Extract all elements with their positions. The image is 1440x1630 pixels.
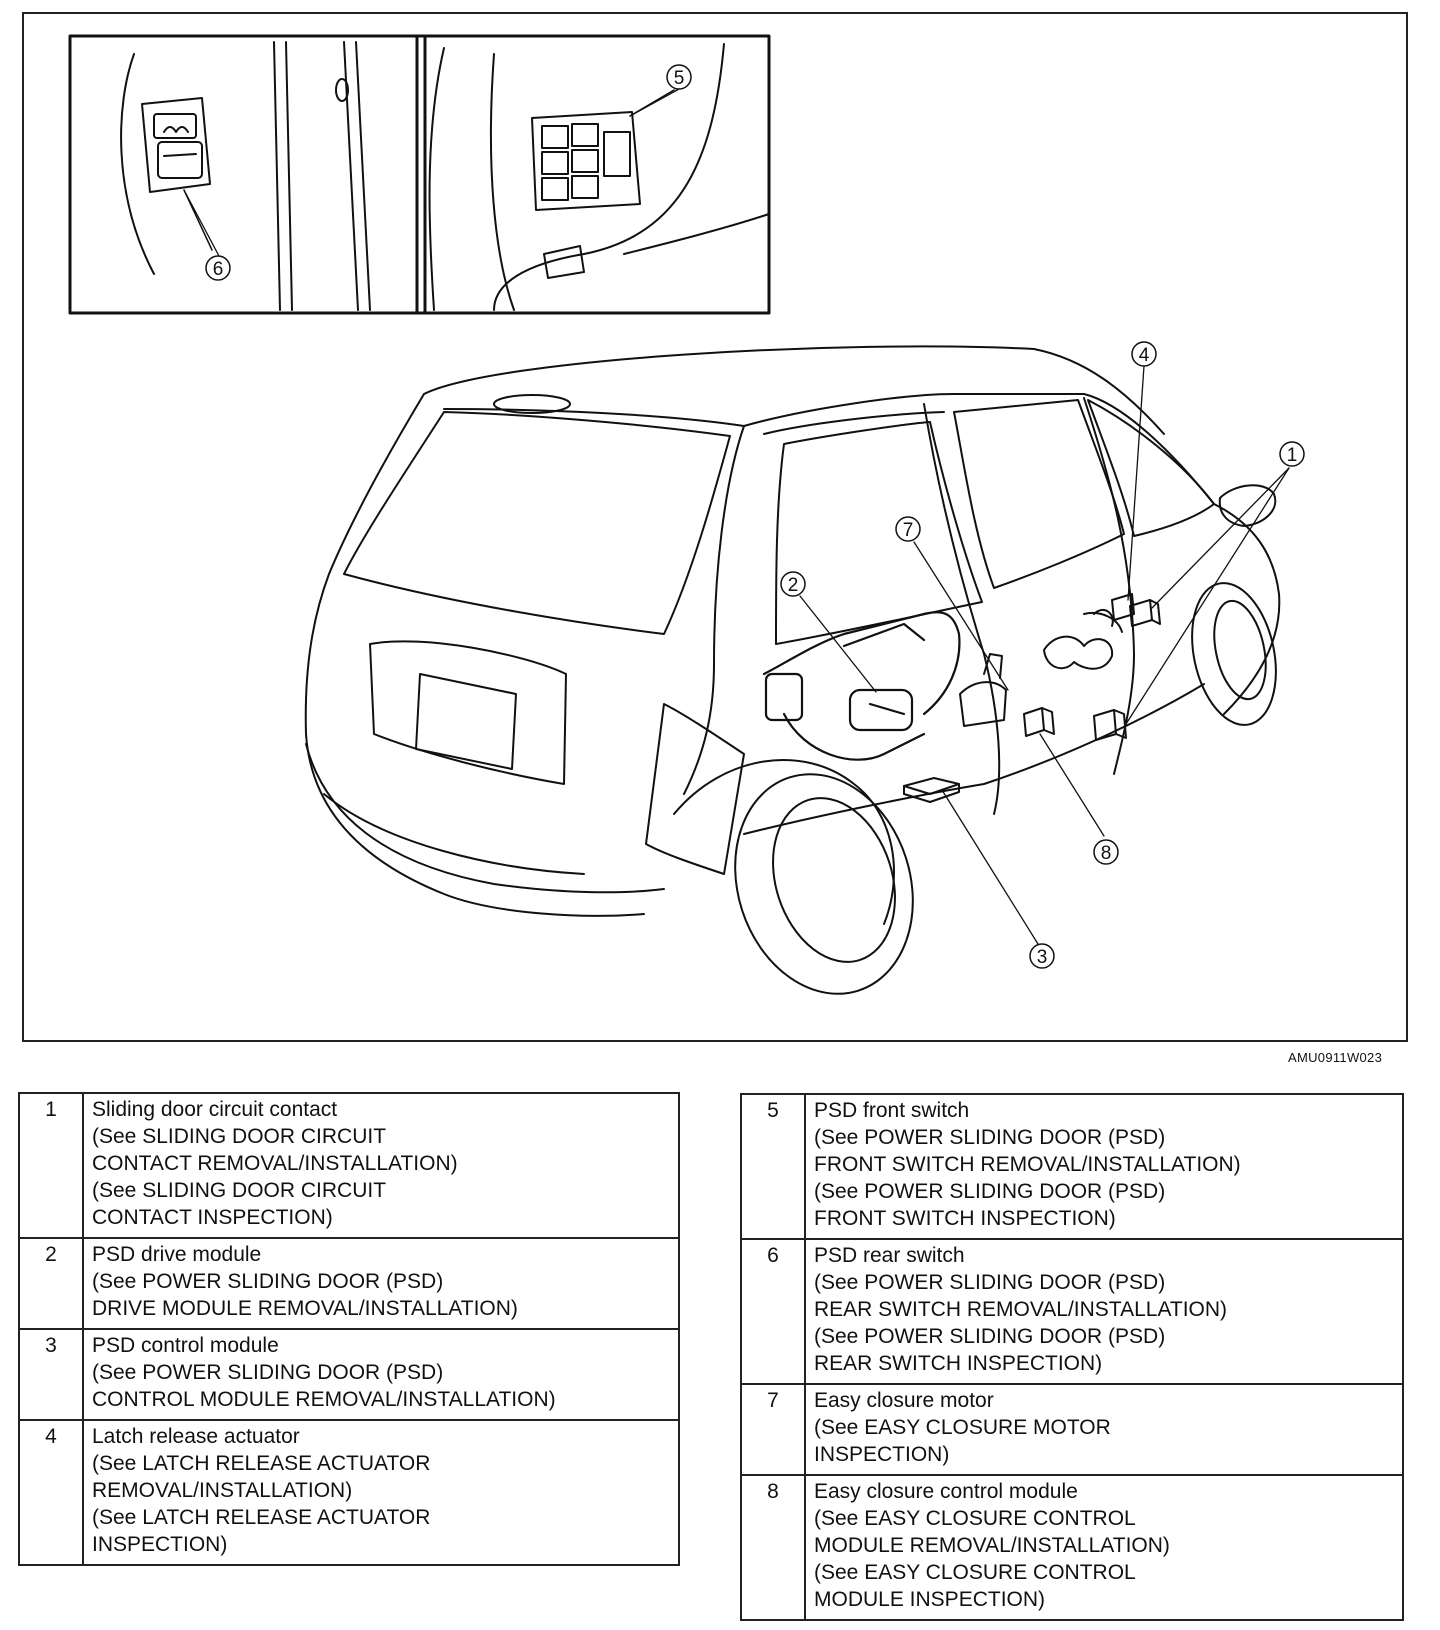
- reference-text: (See POWER SLIDING DOOR (PSD): [814, 1271, 1166, 1294]
- reference-text: REAR SWITCH REMOVAL/INSTALLATION): [814, 1298, 1228, 1321]
- legend-row: 5 PSD front switch (See POWER SLIDING DOOR…: [740, 1093, 1404, 1240]
- reference-text: (See EASY CLOSURE MOTOR: [814, 1416, 1111, 1439]
- reference-text: (See POWER SLIDING DOOR (PSD): [814, 1126, 1166, 1149]
- legend-row: 8 Easy closure control module (See EASY CL…: [740, 1474, 1404, 1621]
- callout-3: 3: [1029, 943, 1055, 969]
- legend-table-left: 1 Sliding door circuit contact (See SLIDIN…: [18, 1092, 680, 1566]
- legend-number: 3: [18, 1328, 84, 1421]
- legend-description: Easy closure motor (See EASY CLOSURE MOTO…: [804, 1383, 1404, 1476]
- reference-text: CONTROL MODULE REMOVAL/INSTALLATION): [92, 1388, 556, 1411]
- legend-row: 4 Latch release actuator (See LATCH RELEAS…: [18, 1419, 680, 1566]
- figure-id: AMU0911W023: [1288, 1050, 1383, 1065]
- minivan-diagram: 1 2 3 4 5 6 7: [68, 34, 1305, 995]
- legend-description: Latch release actuator (See LATCH RELEASE…: [82, 1419, 680, 1566]
- callout-markers: 1 2 3 4 5 6 7: [205, 64, 1305, 969]
- svg-text:6: 6: [213, 259, 224, 280]
- reference-text: (See POWER SLIDING DOOR (PSD): [814, 1325, 1166, 1348]
- callout-7: 7: [895, 516, 921, 542]
- reference-text: REMOVAL/INSTALLATION): [92, 1479, 353, 1502]
- legend-number: 1: [18, 1092, 84, 1239]
- component-name: Sliding door circuit contact: [92, 1098, 338, 1121]
- callout-6: 6: [205, 255, 231, 281]
- reference-text: INSPECTION): [92, 1533, 228, 1556]
- callout-2: 2: [780, 571, 806, 597]
- reference-text: DRIVE MODULE REMOVAL/INSTALLATION): [92, 1297, 518, 1320]
- reference-text: (See POWER SLIDING DOOR (PSD): [92, 1270, 444, 1293]
- component-location-figure: 1 2 3 4 5 6 7: [22, 12, 1408, 1042]
- legend-description: PSD control module (See POWER SLIDING DOO…: [82, 1328, 680, 1421]
- legend-description: Easy closure control module (See EASY CLO…: [804, 1474, 1404, 1621]
- legend-number: 8: [740, 1474, 806, 1621]
- inset-rear-switch: [68, 34, 427, 315]
- legend-row: 7 Easy closure motor (See EASY CLOSURE MOT…: [740, 1383, 1404, 1476]
- component-name: Latch release actuator: [92, 1425, 300, 1448]
- reference-text: (See LATCH RELEASE ACTUATOR: [92, 1506, 431, 1529]
- svg-text:3: 3: [1037, 947, 1048, 968]
- latch-release-actuator-icon: [1093, 593, 1135, 627]
- component-name: PSD drive module: [92, 1243, 262, 1266]
- reference-text: MODULE INSPECTION): [814, 1588, 1046, 1611]
- component-name: Easy closure control module: [814, 1480, 1078, 1503]
- easy-closure-control-module-icon: [1023, 707, 1055, 737]
- reference-text: CONTACT INSPECTION): [92, 1206, 333, 1229]
- legend-description: PSD front switch (See POWER SLIDING DOOR …: [804, 1093, 1404, 1240]
- reference-text: MODULE REMOVAL/INSTALLATION): [814, 1534, 1170, 1557]
- rear-switch-icon: [141, 97, 211, 193]
- easy-closure-motor-icon: [959, 653, 1007, 727]
- svg-text:5: 5: [674, 68, 685, 89]
- legend-number: 7: [740, 1383, 806, 1476]
- component-name: PSD rear switch: [814, 1244, 965, 1267]
- component-name: PSD control module: [92, 1334, 279, 1357]
- legend-row: 3 PSD control module (See POWER SLIDING DO…: [18, 1328, 680, 1421]
- legend-description: PSD rear switch (See POWER SLIDING DOOR (…: [804, 1238, 1404, 1385]
- inset-front-switch: [415, 34, 771, 315]
- legend-row: 6 PSD rear switch (See POWER SLIDING DOOR …: [740, 1238, 1404, 1385]
- reference-text: INSPECTION): [814, 1443, 950, 1466]
- callout-4: 4: [1131, 341, 1157, 367]
- svg-text:1: 1: [1287, 445, 1298, 466]
- circuit-contact-icon: [1093, 599, 1161, 741]
- reference-text: (See EASY CLOSURE CONTROL: [814, 1507, 1136, 1530]
- reference-text: (See EASY CLOSURE CONTROL: [814, 1561, 1136, 1584]
- reference-text: (See POWER SLIDING DOOR (PSD): [814, 1180, 1166, 1203]
- reference-text: REAR SWITCH INSPECTION): [814, 1352, 1103, 1375]
- svg-text:4: 4: [1139, 345, 1150, 366]
- legend-table-right: 5 PSD front switch (See POWER SLIDING DOOR…: [740, 1093, 1404, 1621]
- door-latch-icon: [1043, 612, 1123, 670]
- reference-text: (See LATCH RELEASE ACTUATOR: [92, 1452, 431, 1475]
- component-name: Easy closure motor: [814, 1389, 994, 1412]
- reference-text: FRONT SWITCH INSPECTION): [814, 1207, 1116, 1230]
- front-switch-icon: [531, 111, 641, 211]
- legend-row: 1 Sliding door circuit contact (See SLIDIN…: [18, 1092, 680, 1239]
- svg-text:8: 8: [1101, 843, 1112, 864]
- psd-control-module-icon: [903, 777, 960, 803]
- legend-row: 2 PSD drive module (See POWER SLIDING DOOR…: [18, 1237, 680, 1330]
- callout-1: 1: [1279, 441, 1305, 467]
- reference-text: (See SLIDING DOOR CIRCUIT: [92, 1179, 387, 1202]
- drive-module-harness: [762, 611, 961, 761]
- callout-5: 5: [666, 64, 692, 90]
- leader-lines: [183, 88, 1290, 945]
- minivan-body: [304, 345, 1281, 995]
- legend-number: 6: [740, 1238, 806, 1385]
- legend-number: 4: [18, 1419, 84, 1566]
- svg-text:7: 7: [903, 520, 914, 541]
- reference-text: (See SLIDING DOOR CIRCUIT: [92, 1125, 387, 1148]
- legend-number: 5: [740, 1093, 806, 1240]
- callout-8: 8: [1093, 839, 1119, 865]
- reference-text: CONTACT REMOVAL/INSTALLATION): [92, 1152, 458, 1175]
- reference-text: FRONT SWITCH REMOVAL/INSTALLATION): [814, 1153, 1241, 1176]
- legend-description: PSD drive module (See POWER SLIDING DOOR …: [82, 1237, 680, 1330]
- legend-number: 2: [18, 1237, 84, 1330]
- legend-description: Sliding door circuit contact (See SLIDING…: [82, 1092, 680, 1239]
- reference-text: (See POWER SLIDING DOOR (PSD): [92, 1361, 444, 1384]
- svg-text:2: 2: [788, 575, 799, 596]
- component-name: PSD front switch: [814, 1099, 970, 1122]
